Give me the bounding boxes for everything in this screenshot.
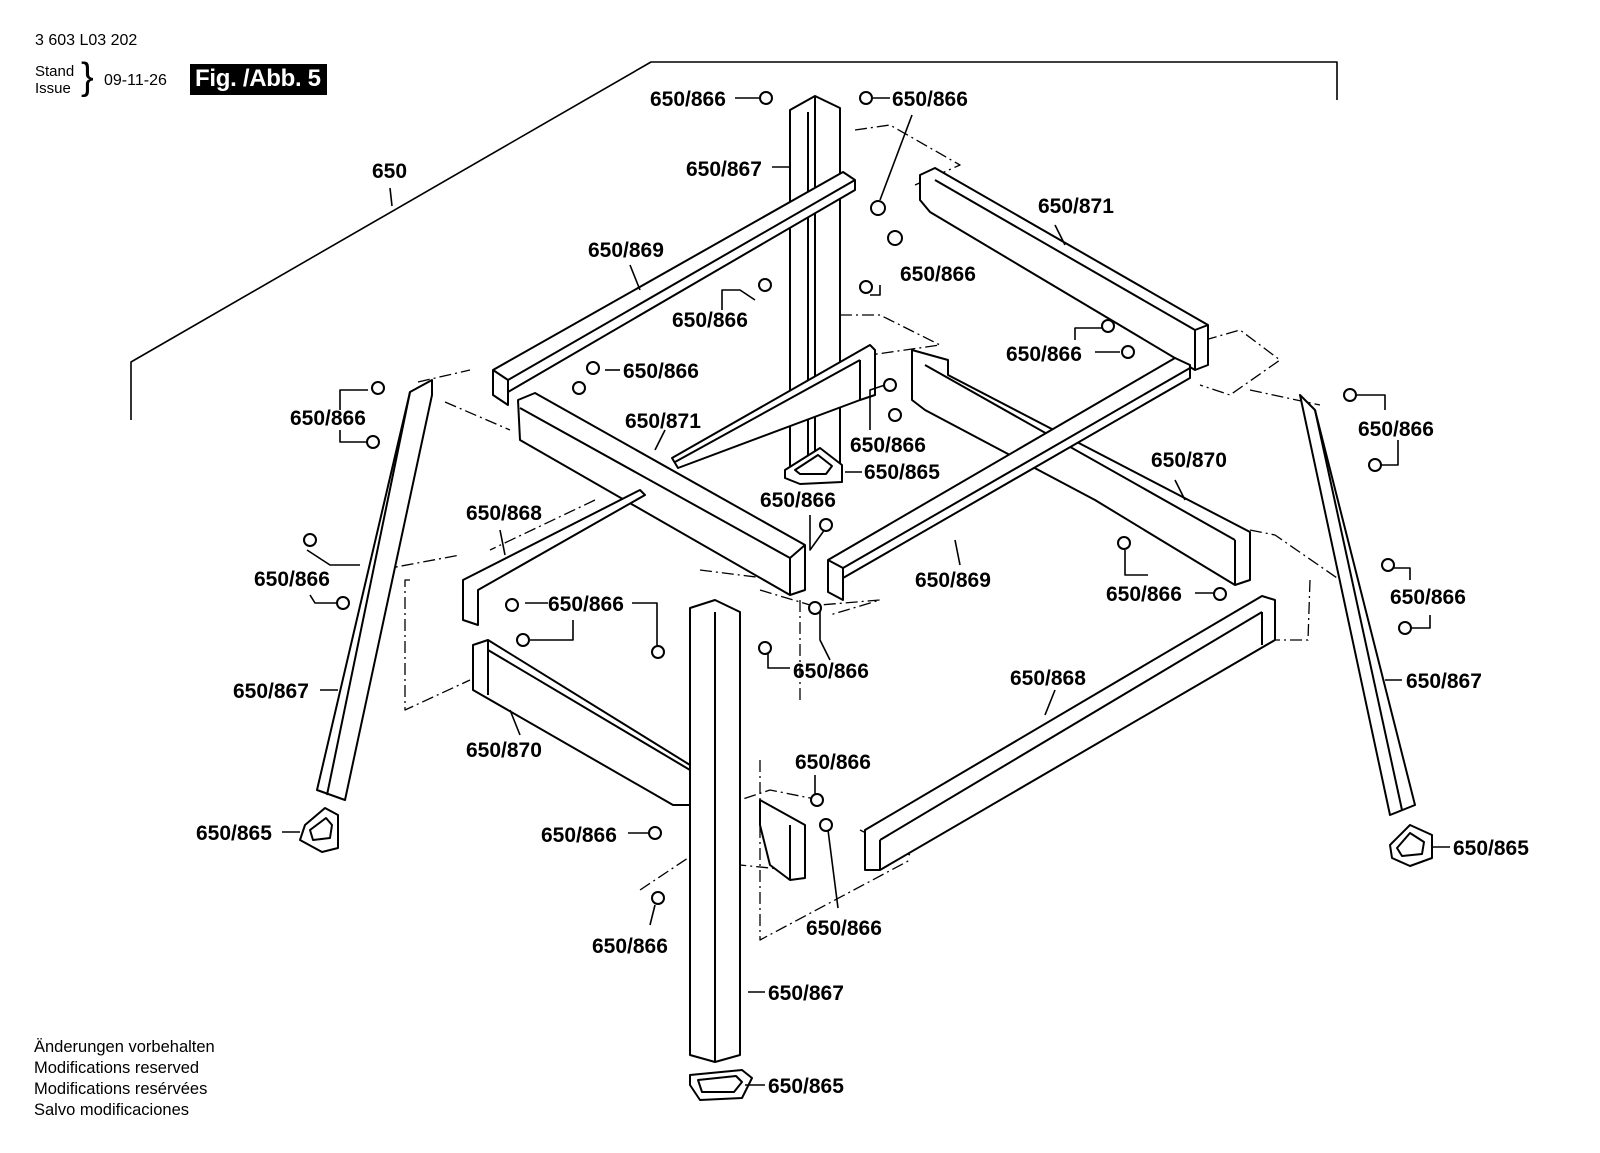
label-short-brace: 650/868	[466, 502, 542, 525]
brace-lower-right-868	[864, 595, 1276, 871]
rail-back-left-869	[492, 171, 856, 406]
label-screw: 650/866	[290, 407, 366, 430]
label-screw: 650/866	[892, 88, 968, 111]
label-screw: 650/866	[1390, 586, 1466, 609]
brace-inner-back-right	[911, 349, 1251, 586]
screw-parts	[303, 91, 1412, 905]
label-screw: 650/866	[592, 935, 668, 958]
issue-label: Issue	[35, 80, 71, 97]
label-screw: 650/866	[541, 824, 617, 847]
label-foot: 650/865	[864, 461, 940, 484]
label-long-brace-870: 650/870	[466, 739, 542, 762]
label-screw: 650/866	[548, 593, 624, 616]
note-spanish: Salvo modificaciones	[34, 1101, 189, 1119]
foot-right	[1389, 824, 1433, 867]
leader-lines	[282, 97, 1450, 1086]
label-screw: 650/866	[1006, 343, 1082, 366]
label-screw: 650/866	[795, 751, 871, 774]
label-leg: 650/867	[1406, 670, 1482, 693]
label-screw: 650/866	[623, 360, 699, 383]
label-screw: 650/866	[850, 434, 926, 457]
label-short-brace: 650/868	[1010, 667, 1086, 690]
modification-notes: Änderungen vorbehalten Modifications res…	[34, 1037, 215, 1121]
issue-date: 09-11-26	[104, 72, 167, 89]
leg-front	[689, 599, 741, 1063]
label-screw: 650/866	[1106, 583, 1182, 606]
label-screw: 650/866	[254, 568, 330, 591]
stand-label: Stand	[35, 63, 75, 80]
rail-front-right-869	[827, 357, 1191, 601]
label-long-brace-869: 650/869	[915, 569, 991, 592]
note-german: Änderungen vorbehalten	[34, 1038, 215, 1056]
brace-inner-back-left	[671, 344, 876, 469]
bracket-plate	[759, 799, 806, 881]
label-long-brace-870: 650/870	[1151, 449, 1227, 472]
label-screw: 650/866	[806, 917, 882, 940]
rail-front-left-871	[517, 392, 806, 596]
foot-front	[689, 1069, 753, 1101]
label-screw: 650/866	[650, 88, 726, 111]
leg-left	[316, 379, 433, 801]
note-french: Modifications resérvées	[34, 1080, 208, 1098]
assembly-bracket	[130, 61, 1338, 420]
document-number: 3 603 L03 202	[35, 32, 138, 49]
label-screw: 650/866	[760, 489, 836, 512]
label-top-rail: 650/871	[625, 410, 701, 433]
label-long-brace-869: 650/869	[588, 239, 664, 262]
leg-right	[1299, 394, 1416, 816]
brace-lower-left-868	[462, 489, 646, 626]
label-leg: 650/867	[686, 158, 762, 181]
label-top-rail: 650/871	[1038, 195, 1114, 218]
label-leg: 650/867	[233, 680, 309, 703]
note-english: Modifications reserved	[34, 1059, 200, 1077]
label-foot: 650/865	[196, 822, 272, 845]
label-screw: 650/866	[900, 263, 976, 286]
foot-left	[299, 807, 339, 853]
label-leg: 650/867	[768, 982, 844, 1005]
rail-back-right-871	[919, 167, 1209, 371]
foot-back	[784, 447, 843, 485]
brace-lower-left-870	[472, 639, 691, 806]
brace-glyph: }	[81, 56, 94, 98]
stand-issue-label: Stand Issue	[35, 63, 74, 97]
label-foot: 650/865	[1453, 837, 1529, 860]
label-screw: 650/866	[1358, 418, 1434, 441]
label-screw: 650/866	[672, 309, 748, 332]
part-labels: 650 650/866 650/866 650/867 650/869 650/…	[196, 88, 1529, 1098]
label-assembly: 650	[372, 160, 407, 183]
label-foot: 650/865	[768, 1075, 844, 1098]
figure-label: Fig. /Abb. 5	[190, 64, 327, 95]
label-screw: 650/866	[793, 660, 869, 683]
